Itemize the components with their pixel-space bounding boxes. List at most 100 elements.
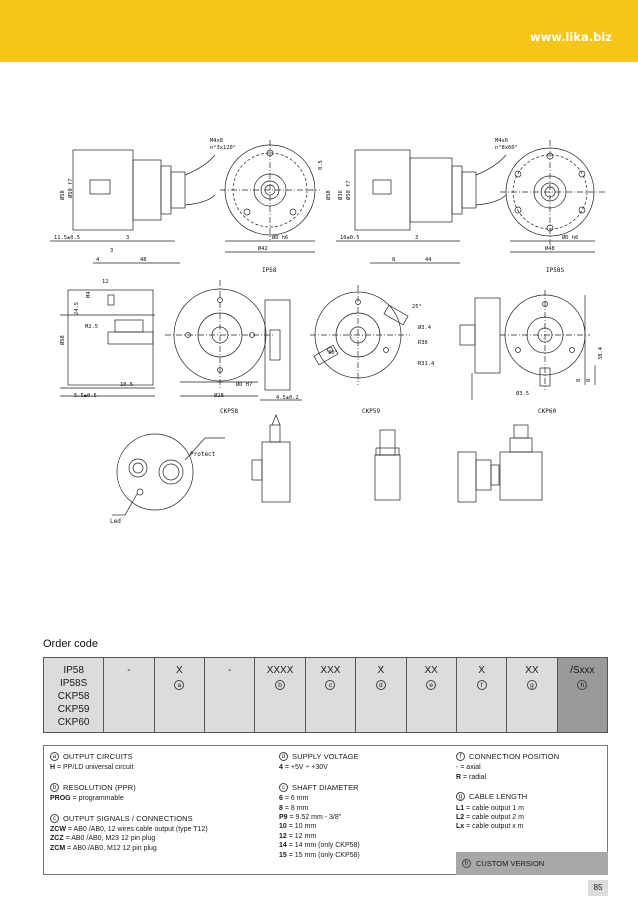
dim-label: Ø42 xyxy=(258,245,268,252)
custom-version-box: h CUSTOM VERSION xyxy=(456,852,608,875)
order-code-value: - xyxy=(127,665,131,676)
legend-heading: f CONNECTION POSITION xyxy=(456,752,606,762)
dim-label: R36 xyxy=(418,340,428,346)
order-code-tag: c xyxy=(325,680,336,690)
caption-ip58s: IP58S xyxy=(546,267,564,274)
caption-ip58: IP58 xyxy=(262,267,277,274)
dim-label: Ø3.4 xyxy=(418,324,431,331)
model-name: CKP59 xyxy=(57,704,90,715)
page-number: 85 xyxy=(588,880,608,896)
dim-label: 48 xyxy=(140,257,147,263)
dim-label: Ø3.5 xyxy=(516,390,529,397)
legend-tag: g xyxy=(456,792,465,802)
order-code-table: IP58 IP58S CKP58 CKP59 CKP60 - X a - XXX… xyxy=(43,657,608,733)
order-code-value: X xyxy=(478,665,485,676)
order-code-value: - xyxy=(228,665,232,676)
order-code-tag: g xyxy=(526,680,537,690)
dim-label: R31.4 xyxy=(418,361,434,367)
ckp59-front-view xyxy=(310,285,410,385)
website-url[interactable]: www.lika.biz xyxy=(529,30,612,44)
legend-line: 12 = 12 mm xyxy=(279,832,317,840)
dim-label: ØD H7 xyxy=(236,381,252,388)
dim-label: 38.4 xyxy=(598,347,604,360)
model-name: IP58 xyxy=(63,665,84,676)
dim-label: Ø58 xyxy=(59,335,66,345)
order-code-value: /Sxxx xyxy=(570,665,595,676)
legend-line: P9 = 9.52 mm - 3/8" xyxy=(279,814,342,822)
model-name: CKP58 xyxy=(57,691,90,702)
dim-label: 3 xyxy=(415,235,418,241)
dim-label: M4 xyxy=(86,292,92,299)
dim-label: 8 xyxy=(392,257,395,263)
connector-view-3 xyxy=(457,451,500,503)
legend-line: 15 = 15 mm (only CKP58) xyxy=(279,851,360,859)
legend-column-3: f CONNECTION POSITION - = axial R = radi… xyxy=(456,746,606,832)
ip58-side-view xyxy=(50,149,216,264)
legend-line: Lx = cable output x m xyxy=(456,823,524,831)
dim-label: Ø50 f7 xyxy=(345,181,352,200)
caption-ckp58: CKP58 xyxy=(220,408,238,415)
label-protect: Protect xyxy=(190,451,216,458)
dim-label: 44 xyxy=(425,257,432,263)
order-code-value: X xyxy=(377,665,385,676)
order-code-legend: a OUTPUT CIRCUITS H = PP/LD universal ci… xyxy=(43,745,608,875)
dim-label: 8 xyxy=(576,379,582,382)
legend-line: ZCM = AB0 /AB0, M12 12 pin plug xyxy=(50,844,157,852)
legend-tag: f xyxy=(456,752,465,762)
ckp60-side-view xyxy=(459,297,501,400)
legend-line: - = axial xyxy=(456,764,481,772)
dim-label: M4x6 xyxy=(495,138,508,144)
dim-label: 5.5±0.5 xyxy=(74,393,97,399)
order-code-title: Order code xyxy=(43,638,99,650)
legend-tag: c xyxy=(50,813,59,823)
order-cell: - xyxy=(104,658,155,732)
legend-title: RESOLUTION (PPR) xyxy=(63,782,136,792)
legend-heading: b RESOLUTION (PPR) xyxy=(50,782,275,793)
legend-title: OUTPUT SIGNALS / CONNECTIONS xyxy=(63,813,193,823)
dim-label: M2.5 xyxy=(85,324,98,330)
legend-heading: d SUPPLY VOLTAGE xyxy=(279,752,449,762)
dim-label: ØD h6 xyxy=(272,234,288,241)
connector-view-2 xyxy=(374,429,401,501)
dim-label: 0.5 xyxy=(318,160,324,170)
order-cell-custom: /Sxxx h xyxy=(557,658,607,732)
order-code-tag: a xyxy=(174,680,185,690)
legend-heading: a OUTPUT CIRCUITS xyxy=(50,752,275,762)
header-band: www.lika.biz xyxy=(0,0,638,62)
order-code-value: XXX xyxy=(320,665,341,676)
dim-label: 3 xyxy=(126,235,129,241)
technical-drawings: IP58 IP58S CKP58 CKP59 CKP60 Protect Led… xyxy=(40,120,620,540)
legend-title: OUTPUT CIRCUITS xyxy=(63,752,133,761)
caption-ckp60: CKP60 xyxy=(538,408,556,415)
legend-line: ZCW = AB0 /AB0, 12 wires cable output (t… xyxy=(50,826,208,834)
order-code-tag: d xyxy=(375,680,386,690)
dim-label: Ø58 xyxy=(59,190,66,200)
legend-line: 10 = 10 mm xyxy=(279,823,317,831)
order-code-tag: b xyxy=(275,680,286,690)
dim-label: 4.5±0.2 xyxy=(276,395,299,401)
dim-label: Ø48 xyxy=(545,245,555,252)
legend-title: CUSTOM VERSION xyxy=(476,859,545,868)
order-cell: XX g xyxy=(507,658,558,732)
legend-column-2: d SUPPLY VOLTAGE 4 = +5V ÷ +30V c SHAFT … xyxy=(279,746,449,860)
ip58s-front-view xyxy=(500,140,605,253)
rear-view-led xyxy=(112,433,225,516)
order-cell: XXX c xyxy=(306,658,357,732)
legend-heading: c SHAFT DIAMETER xyxy=(279,783,449,793)
legend-line: 4 = +5V ÷ +30V xyxy=(279,764,328,772)
legend-tag: d xyxy=(279,752,288,762)
legend-tag: a xyxy=(50,752,59,762)
legend-tag: b xyxy=(50,783,59,793)
dim-label: Ø50 f7 xyxy=(67,179,74,198)
drawings-svg: IP58 IP58S CKP58 CKP59 CKP60 Protect Led… xyxy=(50,138,605,525)
order-cell: - xyxy=(205,658,256,732)
legend-line: 8 = 8 mm xyxy=(279,804,309,812)
dim-label: n°8x60° xyxy=(495,145,518,151)
legend-heading: g CABLE LENGTH xyxy=(456,792,606,802)
order-code-tag: h xyxy=(577,680,588,690)
legend-tag: c xyxy=(279,783,288,793)
model-name: CKP60 xyxy=(57,717,90,728)
legend-line: 6 = 6 mm xyxy=(279,795,309,803)
order-cell: X a xyxy=(155,658,205,732)
legend-tag: h xyxy=(462,859,471,868)
